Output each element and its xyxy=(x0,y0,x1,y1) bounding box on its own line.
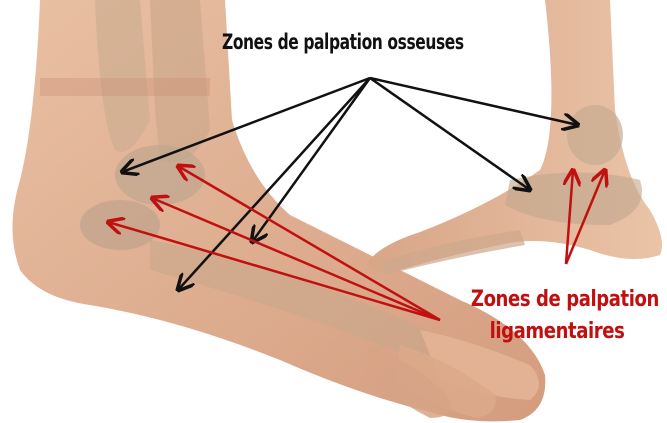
left-foot xyxy=(13,0,546,421)
ligament-label-line1: Zones de palpation xyxy=(471,284,643,316)
ligament-palpation-label: Zones de palpation ligamentaires xyxy=(471,284,643,348)
bone-palpation-label: Zones de palpation osseuses xyxy=(222,30,464,54)
ligament-label-line2: ligamentaires xyxy=(471,316,643,348)
